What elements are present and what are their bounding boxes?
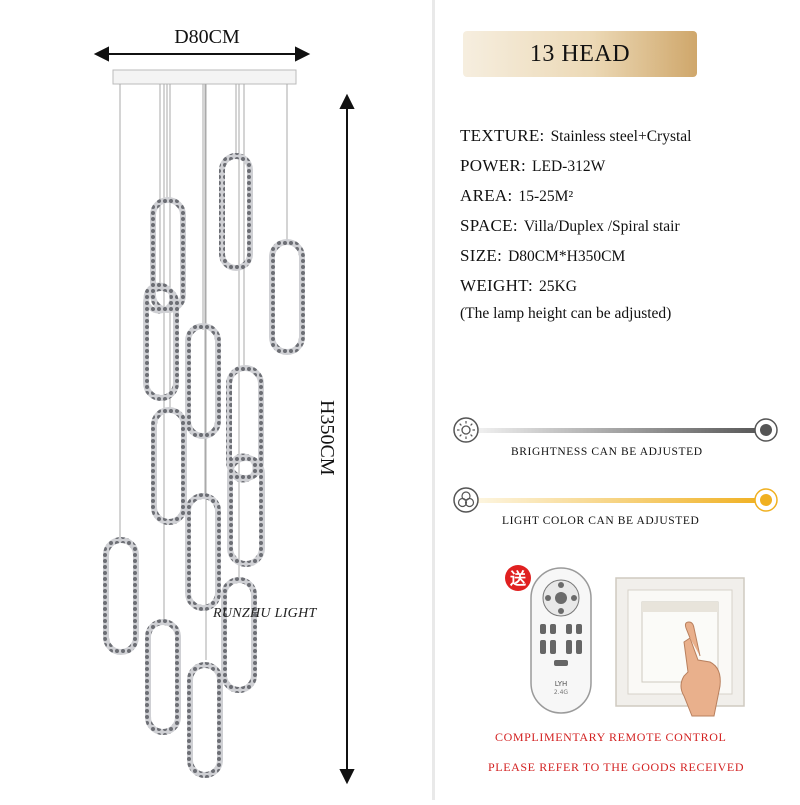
width-label: D80CM — [174, 26, 240, 48]
product-illustration-panel — [93, 46, 355, 785]
crystal-ring — [221, 577, 257, 693]
remote-frequency-text: 2.4G — [554, 689, 569, 696]
crystal-rings — [103, 153, 305, 778]
spec-area: AREA: 15-25M² — [460, 186, 573, 206]
height-adjust-note: (The lamp height can be adjusted) — [460, 305, 672, 322]
complimentary-remote-text: COMPLIMENTARY REMOTE CONTROL — [495, 730, 727, 744]
spec-space: SPACE: Villa/Duplex /Spiral stair — [460, 216, 680, 236]
remote-control-image: 送 LYH 2.4G — [505, 565, 592, 714]
wall-switch-image — [615, 577, 745, 717]
height-label: H350CM — [316, 400, 338, 476]
suspension-wires — [119, 84, 288, 660]
remote-buttons — [540, 624, 582, 666]
crystal-ring — [143, 285, 179, 401]
width-dimension-arrow — [93, 46, 311, 62]
crystal-ring — [150, 197, 186, 313]
spec-value: Stainless steel+Crystal — [550, 128, 692, 145]
crystal-ring — [187, 662, 223, 778]
three-circles-icon — [453, 487, 479, 513]
crystal-ring — [219, 153, 253, 271]
pointing-hand-icon — [680, 621, 721, 717]
chandelier-drawing — [93, 46, 355, 785]
crystal-ring — [185, 493, 221, 611]
brightness-caption: BRIGHTNESS CAN BE ADJUSTED — [511, 446, 703, 458]
spec-key: SPACE: — [460, 216, 518, 235]
color-temperature-slider — [453, 487, 778, 513]
brightness-slider — [453, 417, 778, 443]
crystal-ring — [185, 323, 221, 439]
sun-icon — [453, 417, 479, 443]
head-count-badge: 13 HEAD — [463, 31, 697, 77]
spec-weight: WEIGHT: 25KG — [460, 276, 577, 296]
small-crystal-rings — [143, 282, 258, 483]
spec-key: AREA: — [460, 186, 513, 205]
spec-value: Villa/Duplex /Spiral stair — [523, 218, 680, 235]
remote-model-text: LYH — [555, 680, 568, 688]
ceiling-plate — [112, 69, 297, 85]
spec-key: SIZE: — [460, 246, 503, 265]
spec-key: TEXTURE: — [460, 126, 545, 145]
spec-size: SIZE: D80CM*H350CM — [460, 246, 625, 266]
crystal-ring — [103, 537, 139, 655]
height-dimension-arrow — [339, 93, 355, 785]
slider-knob — [754, 488, 778, 512]
brand-label: RUNZHU LIGHT — [213, 606, 317, 621]
spec-power: POWER: LED-312W — [460, 156, 605, 176]
spec-value: D80CM*H350CM — [508, 248, 626, 265]
crystal-ring — [145, 619, 181, 735]
slider-knob — [754, 418, 778, 442]
gift-badge-icon: 送 — [505, 565, 531, 591]
color-caption: LIGHT COLOR CAN BE ADJUSTED — [502, 515, 700, 527]
panel-divider — [432, 0, 435, 800]
spec-value: 25KG — [539, 278, 577, 295]
remote-dpad — [542, 579, 580, 617]
spec-texture: TEXTURE: Stainless steel+Crystal — [460, 126, 691, 146]
crystal-ring — [269, 239, 305, 355]
spec-key: WEIGHT: — [460, 276, 534, 295]
refer-goods-text: PLEASE REFER TO THE GOODS RECEIVED — [488, 760, 745, 774]
spec-value: 15-25M² — [518, 188, 574, 205]
spec-key: POWER: — [460, 156, 527, 175]
crystal-ring — [151, 407, 187, 525]
gift-badge-text: 送 — [509, 569, 527, 588]
spec-value: LED-312W — [532, 158, 606, 175]
